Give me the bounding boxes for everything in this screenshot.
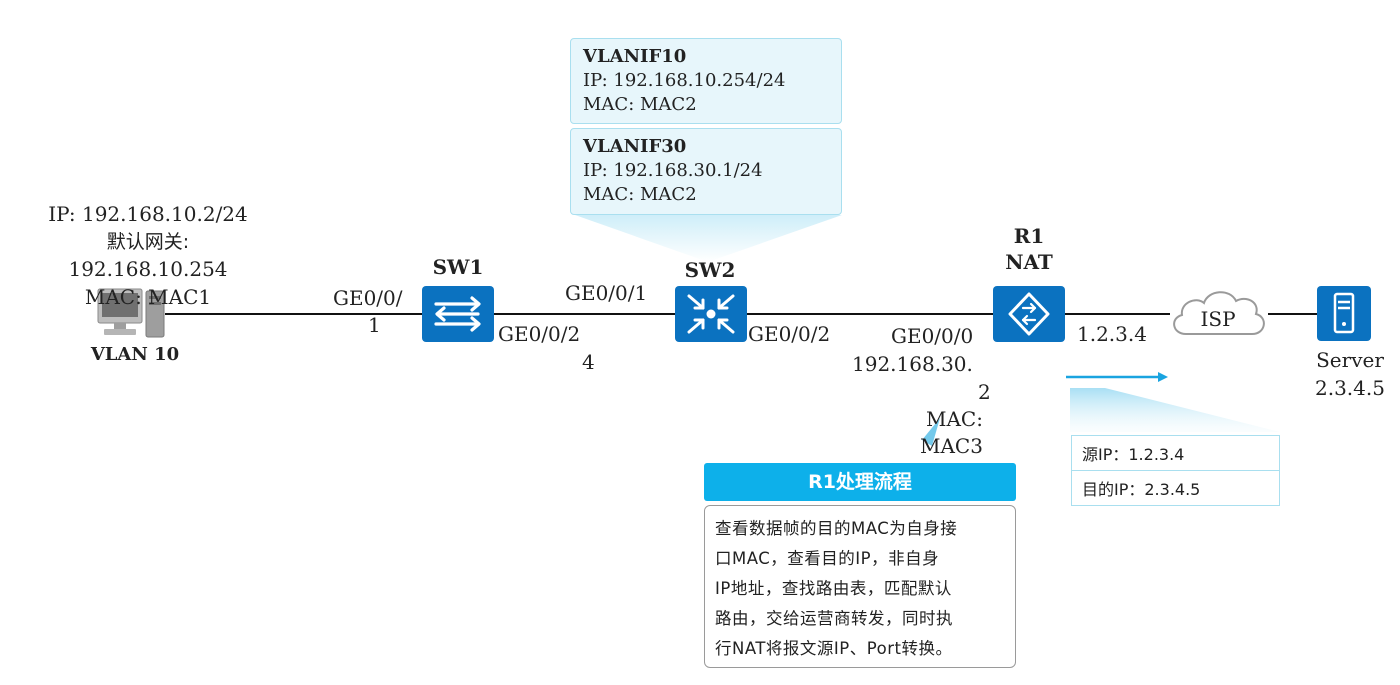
pc-gateway: 192.168.10.254: [68, 257, 228, 281]
vlanif30-ip: IP: 192.168.30.1/24: [583, 160, 763, 181]
packet-dst-ip: 目的IP：2.3.4.5: [1071, 470, 1280, 506]
r1-callout-pointer: [922, 418, 940, 446]
vlanif30-mac: MAC: MAC2: [583, 184, 697, 205]
process-title: R1处理流程: [704, 463, 1016, 501]
server-icon[interactable]: [1317, 286, 1371, 341]
process-line: 路由，交给运营商转发，同时执: [715, 609, 953, 628]
process-line: 查看数据帧的目的MAC为自身接: [715, 519, 958, 538]
sw2-port-right: GE0/0/2: [748, 322, 831, 346]
vlanif10-ip: IP: 192.168.10.254/24: [583, 70, 786, 91]
router-icon[interactable]: [993, 286, 1065, 342]
pc-ip: IP: 192.168.10.2/24: [48, 202, 248, 226]
server-ip: 2.3.4.5: [1315, 376, 1385, 400]
vlanif-callout-pointer: [575, 215, 842, 262]
r1-mac-a: MAC:: [926, 407, 983, 431]
r1-port: GE0/0/0: [891, 324, 974, 348]
pc-icon[interactable]: [96, 287, 166, 345]
vlanif30-box: VLANIF30 IP: 192.168.30.1/24 MAC: MAC2: [570, 128, 842, 215]
packet-table: 源IP：1.2.3.4 目的IP：2.3.4.5: [1071, 435, 1280, 506]
flow-arrowhead: [1158, 372, 1168, 382]
sw1-port-right-b: 4: [582, 350, 595, 374]
vlanif30-title: VLANIF30: [583, 136, 687, 157]
sw2-name: SW2: [684, 258, 736, 282]
r1-ip-a: 192.168.30.: [852, 352, 973, 376]
pc-vlan: VLAN 10: [90, 344, 180, 365]
pc-gateway-label: 默认网关:: [106, 231, 190, 253]
switch-icon[interactable]: [422, 286, 494, 342]
packet-src-ip: 源IP：1.2.3.4: [1071, 435, 1280, 471]
r1-wan-ip: 1.2.3.4: [1077, 322, 1147, 346]
sw1-port-right-a: GE0/0/2: [498, 322, 581, 346]
l3-switch-icon[interactable]: [675, 286, 747, 342]
sw1-port-left-b: 1: [368, 313, 381, 337]
r1-ip-b: 2: [978, 380, 991, 404]
vlanif10-box: VLANIF10 IP: 192.168.10.254/24 MAC: MAC2: [570, 38, 842, 124]
sw2-port-left: GE0/0/1: [565, 281, 648, 305]
process-line: 口MAC，查看目的IP，非自身: [715, 549, 940, 568]
sw1-name: SW1: [432, 255, 484, 279]
r1-name: R1: [1013, 224, 1045, 248]
r1-role: NAT: [1005, 250, 1053, 274]
isp-label: ISP: [1200, 307, 1236, 331]
process-line: 行NAT将报文源IP、Port转换。: [715, 639, 953, 658]
packet-callout-pointer: [1070, 388, 1280, 432]
r1-mac-b: MAC3: [920, 434, 983, 458]
cloud-icon[interactable]: [1166, 286, 1270, 344]
sw1-port-left-a: GE0/0/: [333, 286, 403, 310]
vlanif10-title: VLANIF10: [583, 46, 687, 67]
process-line: IP地址，查找路由表，匹配默认: [715, 579, 952, 598]
vlanif10-mac: MAC: MAC2: [583, 94, 697, 115]
pc-mac: MAC: MAC1: [84, 285, 212, 309]
server-name: Server: [1316, 348, 1384, 372]
process-body: 查看数据帧的目的MAC为自身接 口MAC，查看目的IP，非自身 IP地址，查找路…: [704, 505, 1016, 668]
